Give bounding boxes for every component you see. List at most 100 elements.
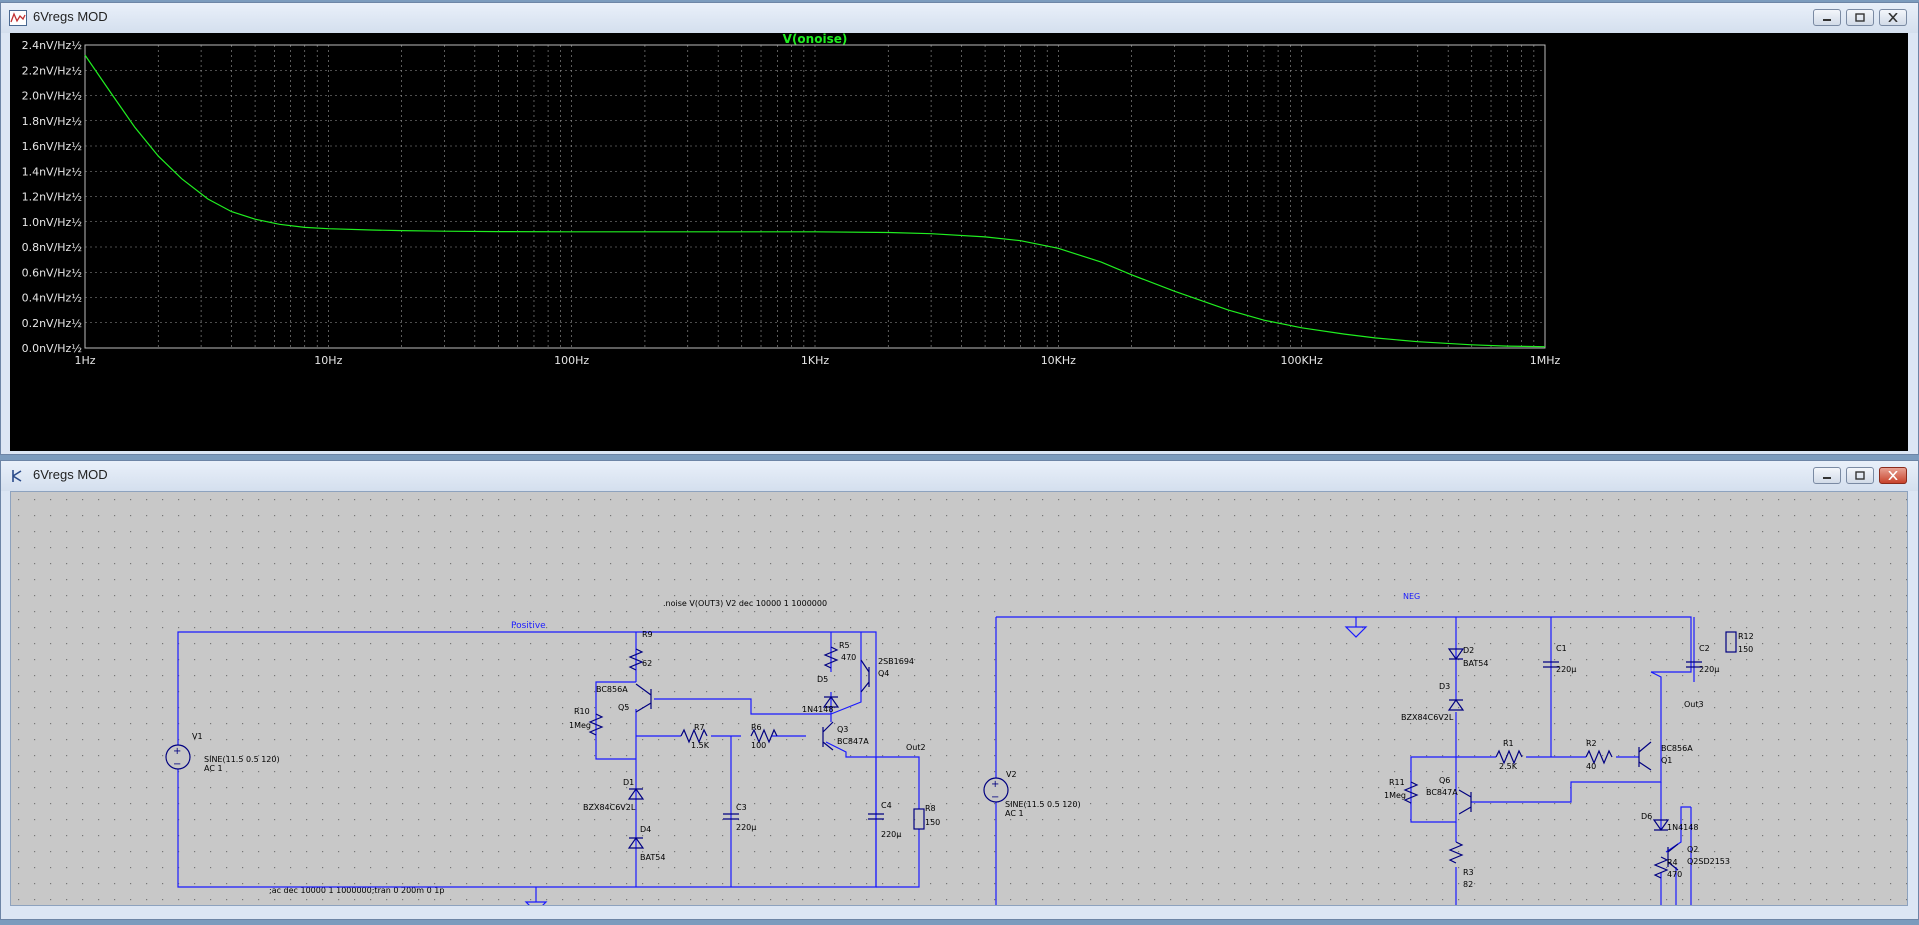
r3-value: 82 (1463, 880, 1473, 889)
minimize-button[interactable] (1813, 467, 1841, 484)
waveform-app-icon (9, 10, 27, 26)
d4-label: D4 (640, 825, 651, 834)
wire-q5-base (654, 698, 831, 715)
restore-button[interactable] (1846, 467, 1874, 484)
r6-symbol[interactable] (750, 728, 778, 744)
c3-symbol[interactable] (723, 813, 739, 820)
q2-value: Q2SD2153 (1687, 857, 1730, 866)
r4-value: 470 (1667, 870, 1682, 879)
y-tick-label: 0.2nV/Hz½ (22, 317, 82, 330)
noise-plot-chart[interactable]: 0.0nV/Hz½0.2nV/Hz½0.4nV/Hz½0.6nV/Hz½0.8n… (10, 32, 1908, 451)
c4-symbol[interactable] (868, 813, 884, 820)
r2-symbol[interactable] (1585, 749, 1613, 765)
net-label-out2: Out2 (906, 743, 926, 752)
grid-dots (11, 492, 1907, 905)
r2-label: R2 (1586, 739, 1597, 748)
y-tick-label: 2.2nV/Hz½ (22, 64, 82, 77)
plot-window-titlebar[interactable]: 6Vregs MOD (1, 3, 1918, 33)
schematic-window-title: 6Vregs MOD (33, 467, 108, 482)
v2-label: V2 (1006, 770, 1017, 779)
minimize-icon (1823, 477, 1831, 479)
schematic-drawing[interactable]: .noise V(OUT3) V2 dec 10000 1 1000000 ;a… (11, 492, 1907, 913)
minimize-button[interactable] (1813, 9, 1841, 26)
y-tick-label: 0.4nV/Hz½ (22, 292, 82, 305)
q5-label: Q5 (618, 703, 629, 712)
d6-label: D6 (1641, 812, 1652, 821)
d5-symbol[interactable] (822, 695, 840, 708)
r10-symbol[interactable] (588, 713, 604, 736)
noise-directive[interactable]: .noise V(OUT3) V2 dec 10000 1 1000000 (663, 599, 827, 608)
v1-source[interactable]: + − (165, 744, 191, 770)
d1-symbol[interactable] (627, 787, 645, 800)
wire-r8 (876, 756, 920, 888)
x-tick-label: 1Hz (74, 354, 95, 367)
wire-q1-q6 (1471, 671, 1662, 803)
close-button[interactable] (1879, 467, 1907, 484)
chart-title: V(onoise) (783, 33, 848, 46)
r10-label: R10 (574, 707, 590, 716)
q6-label: Q6 (1439, 776, 1450, 785)
r7-value: 1.5K (691, 741, 710, 750)
d4-value: BAT54 (640, 853, 665, 862)
schematic-window[interactable]: 6Vregs MOD .noise V(OUT3) V2 dec 10000 1… (0, 460, 1919, 920)
r2-value: 40 (1586, 762, 1596, 771)
close-icon (1888, 471, 1898, 480)
c4-label: C4 (881, 801, 892, 810)
x-tick-label: 10KHz (1041, 354, 1076, 367)
wire-q5-network (595, 632, 637, 887)
r4-symbol[interactable] (1653, 856, 1669, 879)
q4-symbol[interactable] (860, 659, 870, 693)
restore-button[interactable] (1846, 9, 1874, 26)
d1-value: BZX84C6V2L (583, 803, 636, 812)
q6-symbol[interactable] (1458, 789, 1472, 815)
neg-circuit (995, 616, 1695, 908)
d2-symbol[interactable] (1447, 648, 1465, 661)
r5-symbol[interactable] (823, 646, 839, 669)
svg-text:+: + (991, 779, 999, 790)
y-tick-label: 1.2nV/Hz½ (22, 191, 82, 204)
r7-symbol[interactable] (680, 728, 708, 744)
d3-symbol[interactable] (1447, 698, 1465, 711)
ac-directive[interactable]: ;ac dec 10000 1 1000000;tran 0 200m 0 1p (269, 886, 444, 895)
c1-symbol[interactable] (1543, 661, 1559, 668)
r12-symbol[interactable] (1725, 631, 1737, 653)
c2-symbol[interactable] (1686, 661, 1702, 668)
q3-label: Q3 (837, 725, 848, 734)
r11-symbol[interactable] (1403, 781, 1419, 804)
plot-window[interactable]: 6Vregs MOD 0.0nV/Hz½ 0.2nV/Hz½ 0.4nV/Hz½ 0.… (0, 2, 1919, 455)
r8-symbol[interactable] (913, 808, 925, 830)
x-tick-label: 1MHz (1530, 354, 1561, 367)
y-tick-label: 2.4nV/Hz½ (22, 39, 82, 52)
q5-symbol[interactable] (635, 683, 652, 713)
y-tick-label: 0.0nV/Hz½ (22, 342, 82, 355)
schematic-canvas[interactable]: .noise V(OUT3) V2 dec 10000 1 1000000 ;a… (10, 491, 1908, 913)
c3-label: C3 (736, 803, 747, 812)
r3-symbol[interactable] (1448, 841, 1464, 864)
v2-value: SINE(11.5 0.5 120) (1005, 800, 1081, 809)
r12-value: 150 (1738, 645, 1753, 654)
close-button[interactable] (1879, 9, 1907, 26)
net-label-out3: Out3 (1684, 700, 1704, 709)
schematic-window-titlebar[interactable]: 6Vregs MOD (1, 461, 1918, 491)
y-tick-label: 1.4nV/Hz½ (22, 165, 82, 178)
x-tick-label: 100Hz (554, 354, 589, 367)
d4-symbol[interactable] (627, 836, 645, 849)
q5-value: BC856A (596, 685, 628, 694)
r9-value: 62 (642, 659, 652, 668)
r4-label: R4 (1667, 858, 1678, 867)
r9-symbol[interactable] (628, 648, 644, 671)
v2-source[interactable]: + − (983, 777, 1009, 803)
schematic-app-icon (12, 470, 22, 482)
q2-symbol[interactable] (1667, 843, 1679, 871)
y-tick-label: 0.8nV/Hz½ (22, 241, 82, 254)
d6-symbol[interactable] (1652, 819, 1670, 832)
d3-value: BZX84C6V2L (1401, 713, 1454, 722)
r1-symbol[interactable] (1495, 749, 1523, 765)
plot-frame (84, 44, 1546, 349)
plot-window-title: 6Vregs MOD (33, 9, 108, 24)
y-tick-label: 1.8nV/Hz½ (22, 115, 82, 128)
q6-value: BC847A (1426, 788, 1458, 797)
q1-symbol[interactable] (1638, 741, 1652, 771)
q3-symbol[interactable] (822, 721, 834, 751)
